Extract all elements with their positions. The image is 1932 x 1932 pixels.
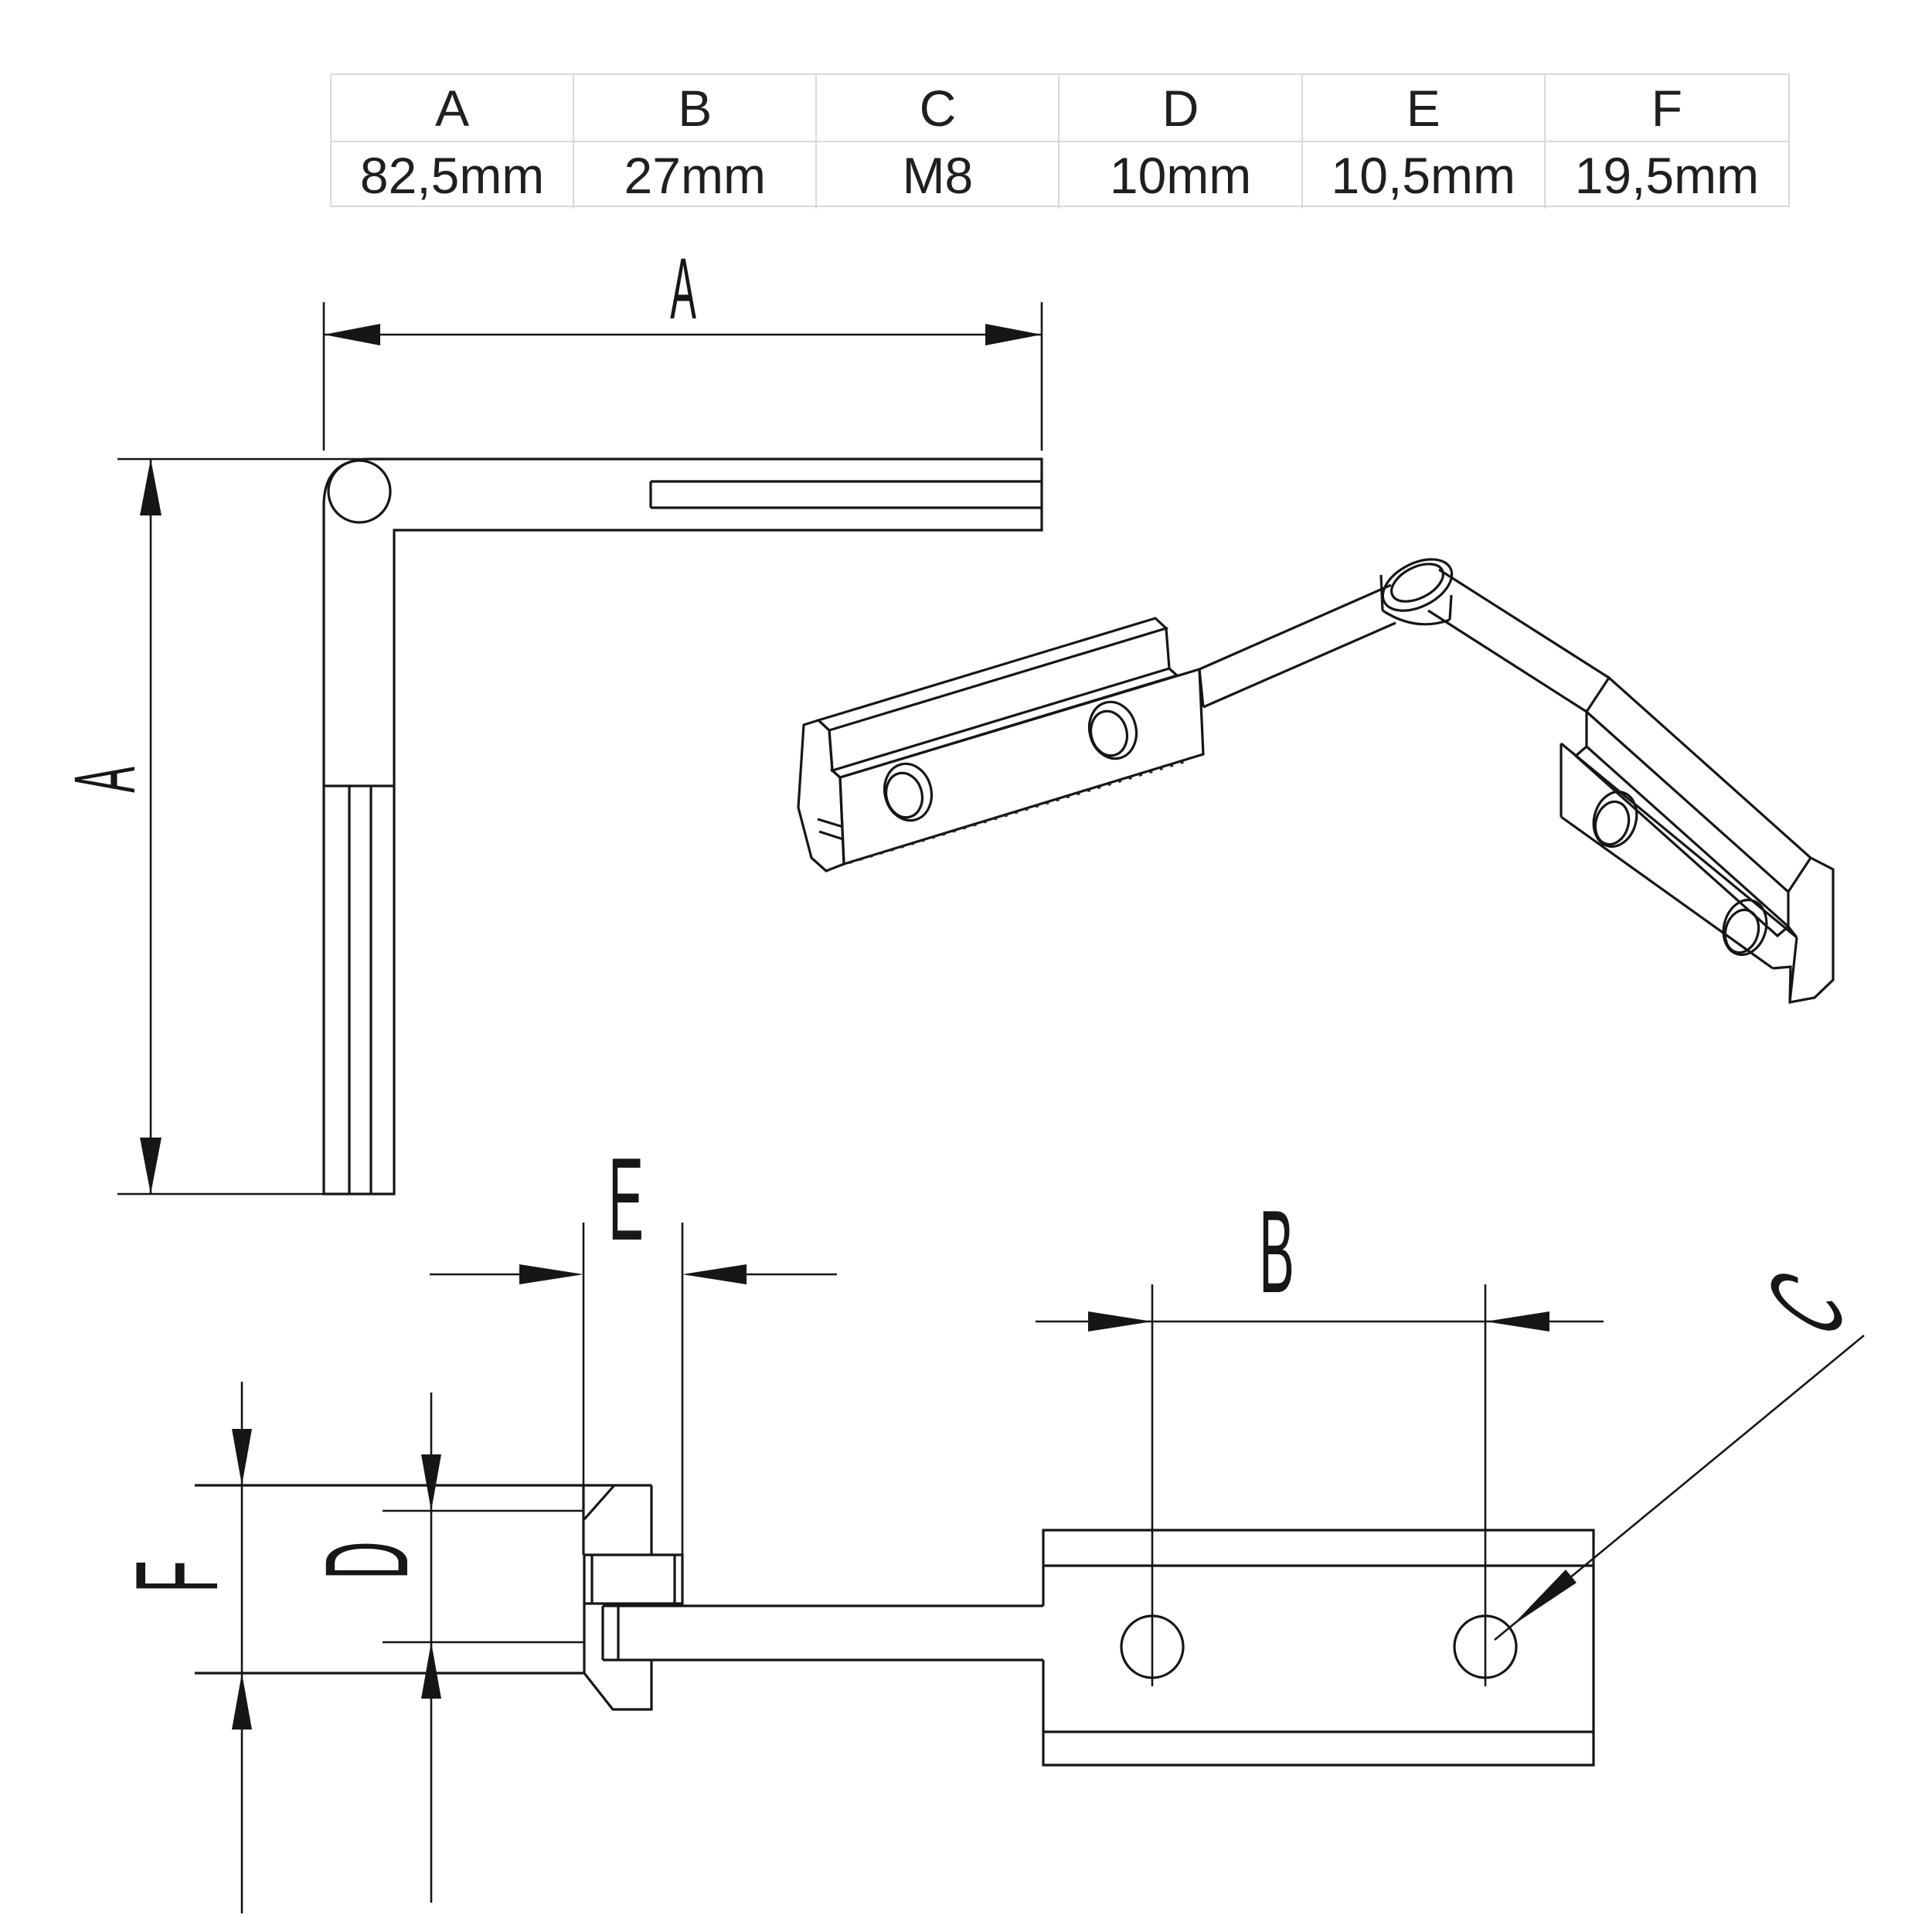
iso-left-bar-rail [815,617,1180,779]
dim-label-a-left: A [56,767,153,793]
iso-left-hole-2-bore [1090,709,1128,757]
dim-e-lines [430,1223,837,1555]
dim-d-arrowheads [421,1454,441,1699]
dim-label-b: B [1259,1185,1294,1317]
table-header-cell: B [574,75,818,142]
iso-hinge-pin-hole [1390,563,1444,603]
iso-right-hole-1 [1592,791,1638,848]
iso-right-hole-2-bore [1723,908,1760,954]
iso-left-hole-1-bore [885,771,923,819]
bottom-view: E B C D F [111,1133,1869,1913]
iso-right-hole-1-bore [1594,800,1631,846]
side-connecting-leaf [601,1604,1043,1662]
dimension-table: A B C D E F 82,5mm 27mm M8 10mm 10,5mm 1… [330,73,1790,209]
thread-leader-arrowhead [1512,1570,1577,1626]
iso-left-bar-hidden-edge [828,759,1191,871]
iso-hinge-eye-outer [1381,558,1454,612]
dim-label-a-top: A [670,240,696,337]
side-block-outline [195,1484,653,1675]
table-value-cell: 19,5mm [1574,147,1760,204]
dim-e-arrowheads [519,1264,747,1284]
dim-label-c: C [1742,1250,1869,1355]
iso-left-bar-end-face [797,719,845,872]
table-header-cell: E [1302,75,1546,142]
dim-a-left-lines [117,457,370,1196]
table-value-cell: 82,5mm [332,142,575,209]
dim-label-e: E [608,1133,644,1264]
side-hinge-knuckle [583,1553,684,1605]
plan-bar-outline [1042,1529,1595,1767]
side-block-lower-tab [583,1604,653,1711]
front-view-outline [322,457,1043,1196]
front-view: A A [56,240,1043,1196]
iso-right-hole-2 [1722,899,1768,956]
dim-label-f: F [111,1560,242,1593]
dim-a-top-lines [322,302,1043,451]
table-value-cell: M8 [817,142,1060,209]
iso-left-hole-1 [883,762,934,822]
isometric-view [797,558,1835,1004]
table-value-cell: 10mm [1060,142,1303,209]
table-value-cell: 27mm [574,142,818,209]
table-header-cell: D [1060,75,1303,142]
pivot-hole [327,459,392,524]
iso-left-hole-2 [1087,700,1138,760]
iso-hinge-right-leaf [1427,568,1610,713]
iso-right-bar-rail [1573,675,1813,938]
table-value-cell: 10,5mm [1303,142,1546,209]
dim-label-d: D [301,1541,433,1580]
iso-hinge-eye-side [1379,574,1453,626]
iso-right-bar-body [1560,742,1798,1003]
front-view-grooves [324,480,1042,1194]
iso-right-bar-end-face [1772,856,1835,1004]
table-header-cell: A [332,75,575,142]
iso-hinge-left-leaf [1198,583,1396,709]
table-header-cell: C [817,75,1060,142]
dim-d-extension-lines [383,1509,583,1644]
table-header-cell: F [1545,75,1788,142]
dim-b-lines [1036,1284,1604,1686]
